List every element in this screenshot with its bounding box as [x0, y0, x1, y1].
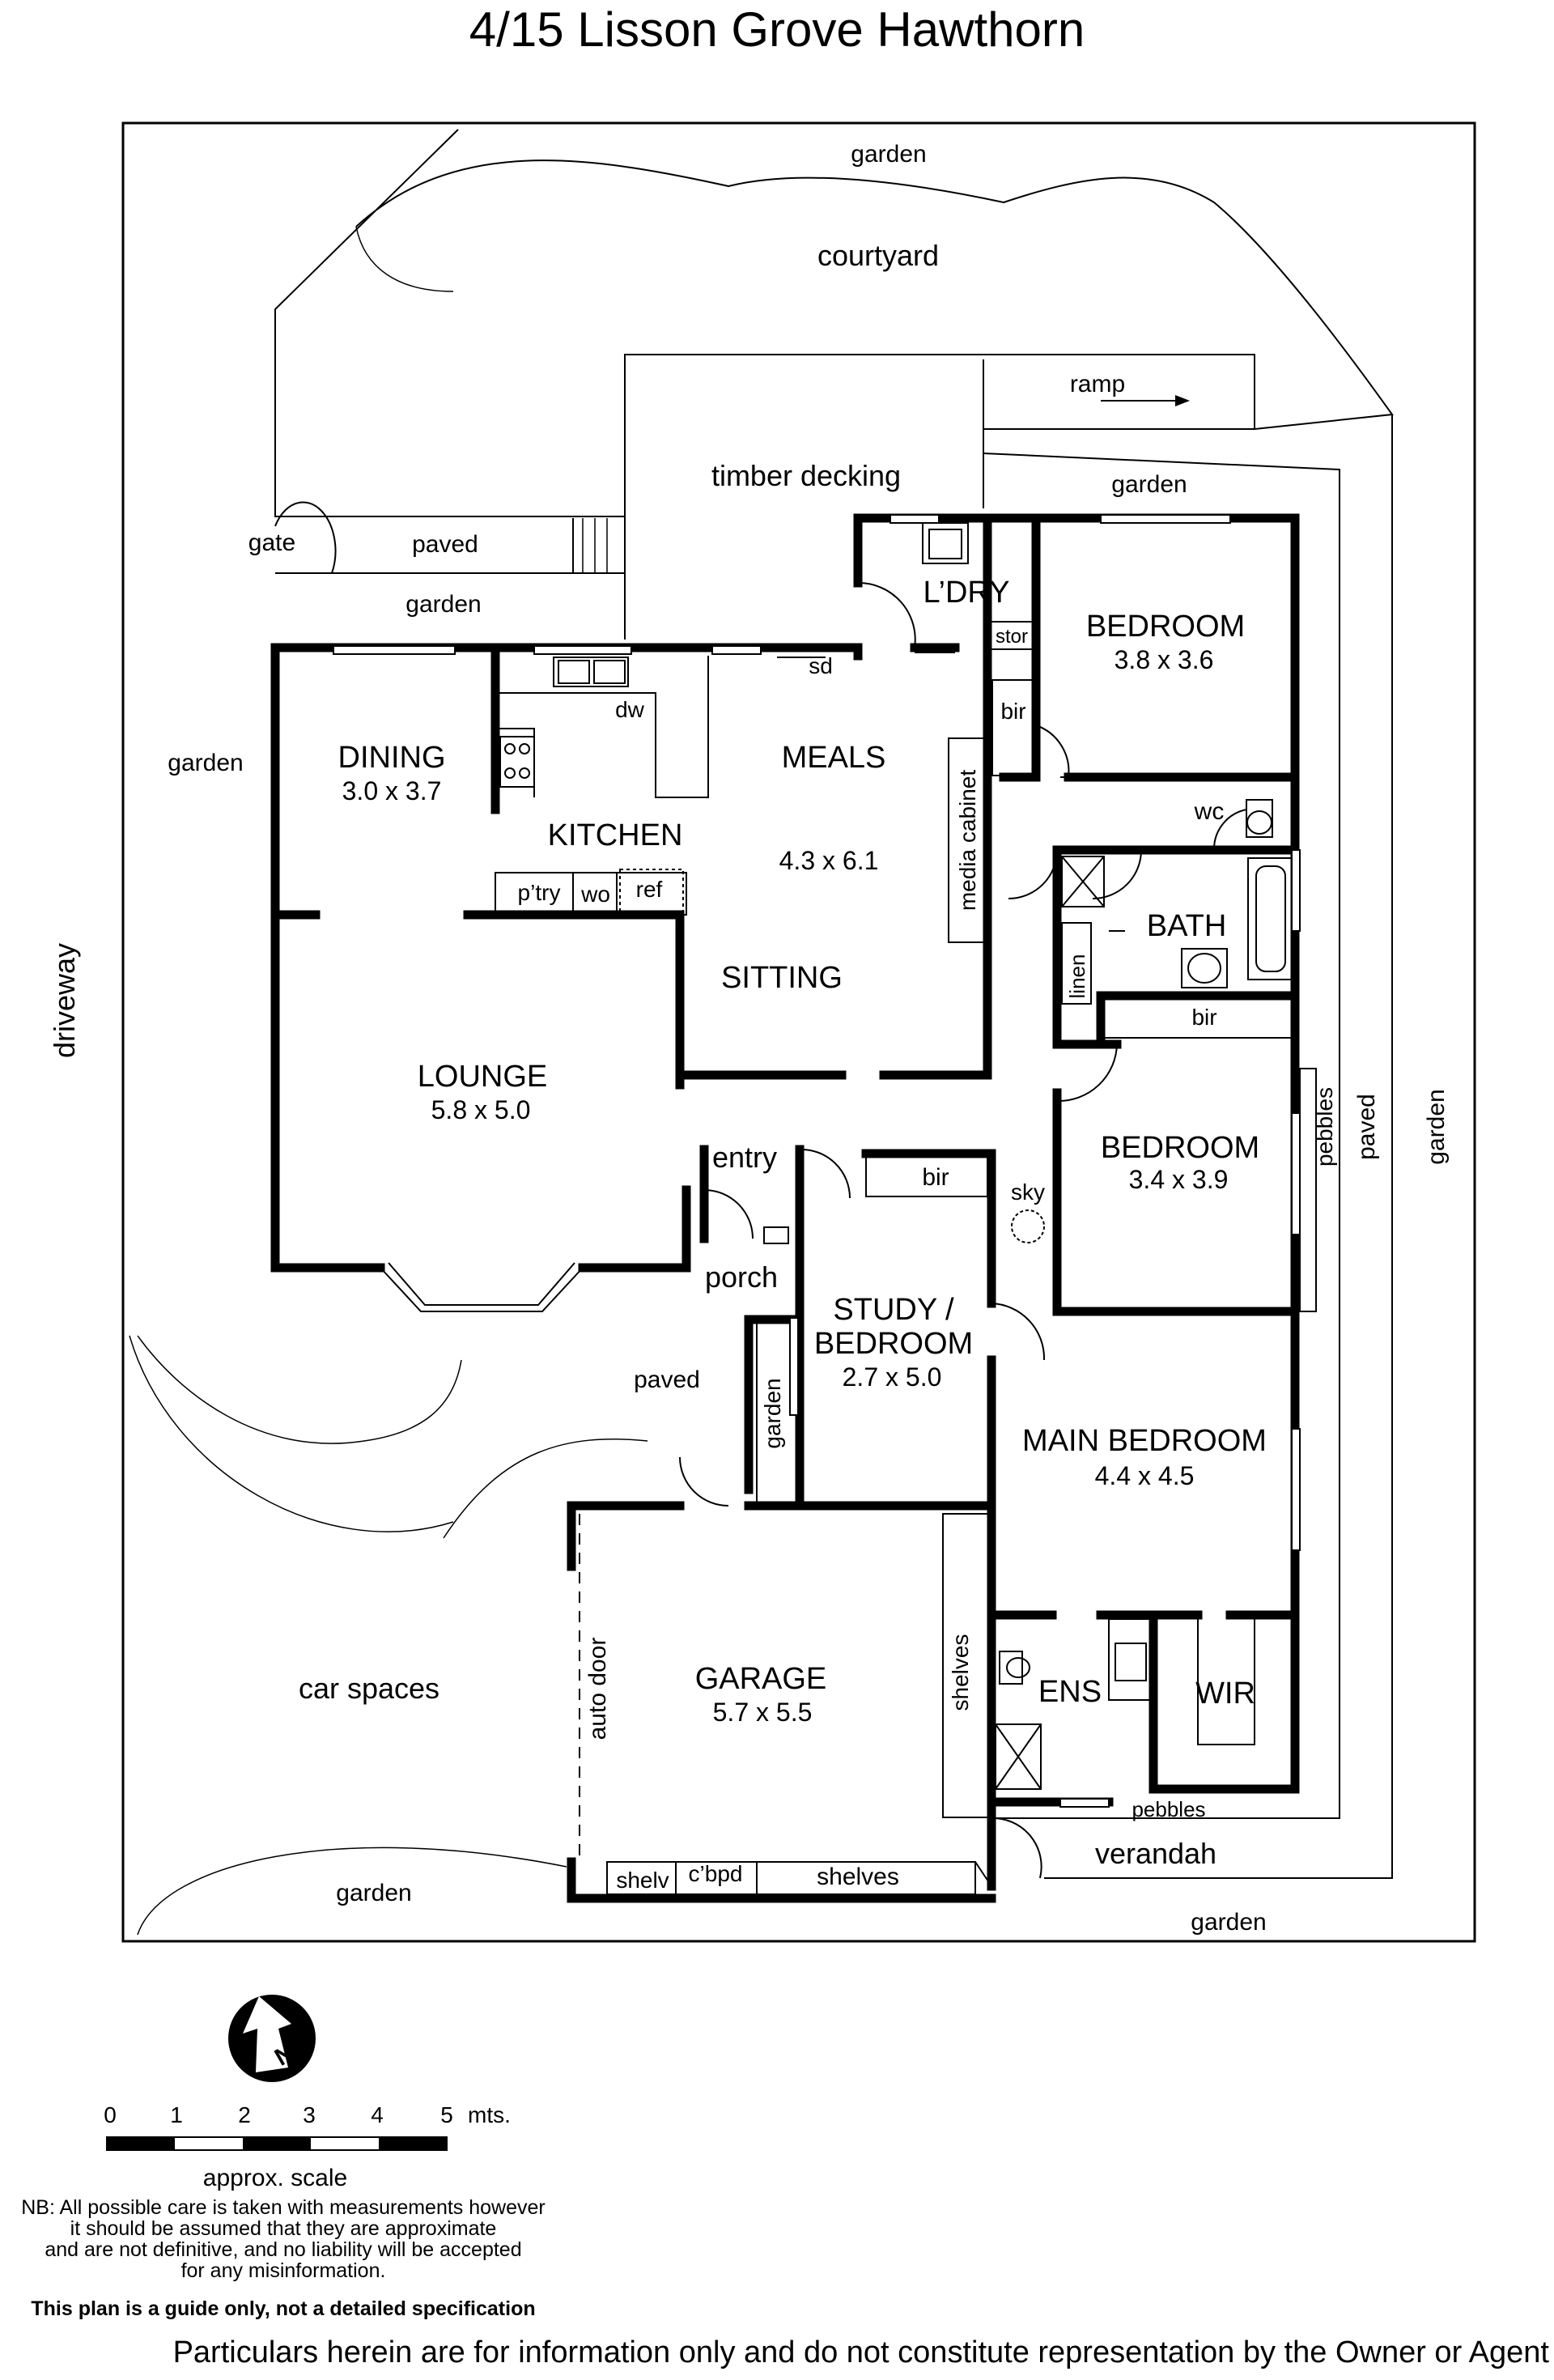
study-dim: 2.7 x 5.0: [843, 1362, 942, 1392]
pantry-label: p’try: [518, 880, 561, 905]
courtyard-inner: [355, 226, 454, 292]
courtyard-label: courtyard: [817, 239, 939, 272]
right-path-outer: [1044, 414, 1393, 1879]
disclaimer-line-1: NB: All possible care is taken with meas…: [21, 2196, 546, 2219]
bir2-label: bir: [1191, 1005, 1216, 1030]
fixtures: [333, 514, 1317, 1895]
sky-label: sky: [1011, 1179, 1045, 1205]
laundry-name: L’DRY: [923, 576, 1009, 610]
scale-tick-3: 3: [303, 2102, 316, 2127]
dining-name: DINING: [338, 741, 446, 775]
scale-caption: approx. scale: [203, 2165, 347, 2191]
scale-tick-2: 2: [238, 2102, 251, 2127]
ramp-label: ramp: [1070, 371, 1125, 397]
disclaimer-line-2: it should be assumed that they are appro…: [70, 2217, 497, 2240]
disclaimer-bold: This plan is a guide only, not a detaile…: [31, 2297, 536, 2320]
scale-tick-4: 4: [371, 2102, 384, 2127]
garage-dim: 5.7 x 5.5: [713, 1698, 813, 1727]
garden-left-top-label: garden: [405, 591, 481, 618]
garden-bottom-right-label: garden: [1191, 1909, 1266, 1936]
scale-tick-5: 5: [440, 2102, 453, 2127]
paved-mid-label: paved: [634, 1366, 700, 1393]
ensuite-name: ENS: [1038, 1675, 1102, 1709]
disclaimer-line-3: and are not definitive, and no liability…: [45, 2238, 522, 2261]
paved-right-label: paved: [1353, 1094, 1380, 1160]
shelves-garage-label: shelves: [948, 1634, 973, 1711]
scale-unit: mts.: [468, 2102, 511, 2127]
pebbles-right-label: pebbles: [1312, 1087, 1337, 1167]
shelves-bottom-label: shelves: [817, 1864, 899, 1890]
north-arrow: N: [228, 1995, 316, 2082]
gate-arc: [274, 501, 337, 574]
linen-label: linen: [1065, 954, 1089, 999]
auto-door-label: auto door: [584, 1638, 611, 1740]
garden-right-label: garden: [1423, 1089, 1450, 1164]
walls: [270, 513, 1300, 1903]
lounge-name: LOUNGE: [418, 1060, 547, 1094]
dining-dim: 3.0 x 3.7: [342, 776, 442, 805]
garden-left-label: garden: [168, 750, 243, 776]
media-cabinet-label: media cabinet: [955, 770, 980, 912]
dw-label: dw: [615, 697, 645, 722]
verandah-label: verandah: [1095, 1837, 1216, 1870]
gate-label: gate: [248, 529, 295, 556]
garden-bottom-curve: [137, 1847, 567, 1936]
cbpd-label: c’bpd: [689, 1861, 743, 1886]
ramp-arrowhead: [1175, 395, 1190, 406]
stor-label: stor: [996, 626, 1028, 648]
garden-porch-label: garden: [760, 1378, 785, 1448]
bedroom2-dim: 3.4 x 3.9: [1129, 1165, 1229, 1194]
sd-label: sd: [809, 653, 833, 678]
garden-bottom-left-label: garden: [336, 1880, 411, 1906]
car-spaces-label: car spaces: [299, 1672, 439, 1705]
courtyard-outline: [274, 129, 1394, 517]
porch-label: porch: [705, 1260, 778, 1294]
bedroom2-name: BEDROOM: [1101, 1131, 1259, 1165]
garage-name: GARAGE: [695, 1662, 827, 1696]
garden-mid-curve: [137, 1335, 462, 1444]
bedroom1-dim: 3.8 x 3.6: [1115, 645, 1214, 674]
main-bedroom-dim: 4.4 x 4.5: [1095, 1461, 1195, 1490]
pebbles-bottom-label: pebbles: [1132, 1797, 1205, 1821]
disclaimer-line-4: for any misinformation.: [180, 2259, 386, 2282]
paved-curve: [443, 1439, 648, 1539]
meals-name: MEALS: [782, 741, 886, 775]
disclaimer: NB: All possible care is taken with meas…: [0, 2197, 567, 2281]
ref-label: ref: [636, 877, 663, 902]
sitting-name: SITTING: [721, 961, 843, 995]
bath-name: BATH: [1147, 909, 1227, 943]
property-boundary: [121, 121, 1476, 1943]
study-name-1: STUDY /: [833, 1293, 954, 1327]
wo-label: wo: [580, 882, 610, 907]
kitchen-name: KITCHEN: [548, 818, 683, 852]
driveway-label: driveway: [48, 943, 81, 1058]
garden-deck-label: garden: [1111, 471, 1187, 498]
timber-decking-label: timber decking: [711, 459, 901, 492]
bir1-label: bir: [1000, 699, 1025, 724]
scale-tick-0: 0: [104, 2102, 117, 2127]
footer: Particulars herein are for information o…: [0, 2335, 1554, 2370]
wc-label: wc: [1194, 798, 1225, 825]
meals-dim: 4.3 x 6.1: [779, 846, 879, 875]
wir-name: WIR: [1195, 1677, 1255, 1711]
bir3-label: bir: [922, 1164, 949, 1191]
plan-title: 4/15 Lisson Grove Hawthorn: [469, 2, 1085, 57]
scale-tick-1: 1: [170, 2102, 183, 2127]
shelv-label: shelv: [616, 1868, 669, 1893]
entry-label: entry: [712, 1141, 777, 1174]
scale-bar: 0 1 2 3 4 5 mts. approx. scale: [104, 2102, 511, 2191]
main-bedroom-name: MAIN BEDROOM: [1022, 1424, 1267, 1458]
study-name-2: BEDROOM: [814, 1327, 973, 1361]
garden-mid-curve2: [129, 1335, 454, 1532]
garden-top-label: garden: [851, 141, 926, 168]
footer-text: Particulars herein are for information o…: [172, 2335, 1549, 2369]
bedroom1-name: BEDROOM: [1086, 610, 1245, 644]
lounge-dim: 5.8 x 5.0: [431, 1095, 531, 1124]
paved-top-label: paved: [412, 531, 478, 558]
